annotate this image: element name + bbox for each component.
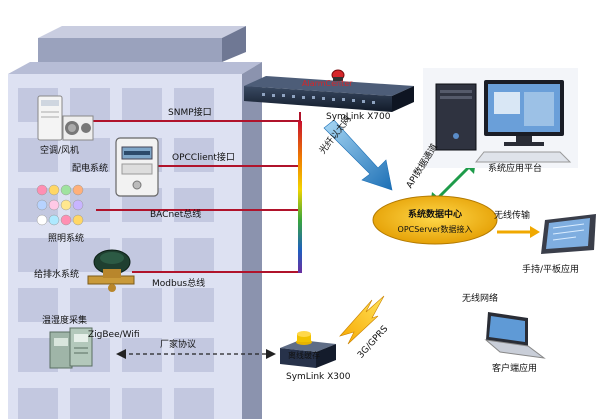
building-window	[174, 338, 214, 372]
building-window	[70, 138, 110, 172]
building-top-block-roof	[38, 26, 246, 38]
building-window	[174, 288, 214, 322]
data-center-subtitle: OPCServer数据接入	[397, 225, 473, 234]
wireless-transfer-label: 无线传输	[494, 211, 531, 221]
water-meter-icon	[87, 249, 135, 292]
building-window	[70, 288, 110, 322]
building-window	[174, 238, 214, 272]
handheld-app-label: 手持/平板应用	[522, 265, 580, 275]
laptop-icon	[484, 312, 546, 359]
symlink-x700-label: SymLink X700	[326, 112, 391, 122]
bacnet-bus-label: BACnet总线	[150, 210, 202, 220]
app-platform-label: 系统应用平台	[488, 164, 543, 174]
building-window	[18, 138, 58, 172]
light-bulb-icon	[36, 199, 48, 211]
building-top-block-front	[38, 38, 222, 62]
zigbee-wifi-label: ZigBee/Wifi	[88, 330, 140, 340]
building-window	[174, 388, 214, 419]
building-window	[122, 88, 162, 122]
light-bulb-icon	[36, 214, 48, 226]
power-system-label: 配电系统	[72, 164, 109, 174]
light-bulb-icon	[36, 184, 48, 196]
water-system-label: 给排水系统	[34, 270, 80, 280]
temp-humidity-sensor-icon	[49, 327, 93, 369]
building-window	[174, 88, 214, 122]
modbus-bus-label: Modbus总线	[152, 279, 206, 289]
light-bulb-icon	[60, 214, 72, 226]
tablet-device-icon	[541, 214, 596, 254]
temp-humidity-label: 温湿度采集	[42, 316, 88, 326]
opcclient-interface-label: OPCClient接口	[172, 153, 235, 163]
building-window	[122, 338, 162, 372]
light-bulb-icon	[72, 214, 84, 226]
vendor-protocol-arrow	[116, 349, 276, 359]
alarm-center-label: AlarmCenter	[302, 79, 353, 88]
air-conditioner-icon	[37, 95, 94, 141]
desktop-computer-icon	[423, 68, 578, 168]
data-center-node	[372, 195, 498, 245]
light-bulb-icon	[48, 184, 60, 196]
wireless-network-label: 无线网络	[462, 294, 499, 304]
light-bulb-icon	[48, 199, 60, 211]
building-window	[18, 238, 58, 272]
building-window	[122, 288, 162, 322]
building-roof	[8, 62, 262, 74]
rainbow-bus	[298, 121, 302, 273]
symlink-x300-label: SymLink X300	[286, 372, 351, 382]
light-bulb-icon	[60, 199, 72, 211]
light-bulb-icon	[48, 214, 60, 226]
ac-fan-label: 空调/风机	[40, 146, 80, 156]
gprs-lightning-icon	[339, 295, 385, 345]
building-window	[18, 288, 58, 322]
power-meter-icon	[115, 137, 159, 197]
wireless-transfer-arrow	[497, 226, 540, 238]
building-window	[174, 188, 214, 222]
lighting-system-label: 照明系统	[48, 234, 85, 244]
building-window	[18, 388, 58, 419]
building-window	[70, 388, 110, 419]
building-top-block-side	[222, 26, 246, 62]
offline-cache-label: 离线缓存	[288, 351, 320, 360]
snmp-interface-label: SNMP接口	[168, 108, 212, 118]
data-center-title: 系统数据中心	[407, 210, 462, 220]
fiber-ethernet-arrow	[323, 119, 393, 191]
bus-lines	[83, 112, 302, 273]
light-bulb-icon	[72, 199, 84, 211]
symlink-x700-device	[244, 69, 414, 112]
vendor-protocol-label: 厂家协议	[160, 340, 197, 350]
light-bulb-icon	[72, 184, 84, 196]
building-side	[242, 62, 262, 419]
client-app-label: 客户端应用	[492, 364, 538, 374]
light-bulbs-icon	[36, 184, 84, 226]
symlink-x300-device	[280, 331, 336, 368]
building-window	[122, 388, 162, 419]
light-bulb-icon	[60, 184, 72, 196]
